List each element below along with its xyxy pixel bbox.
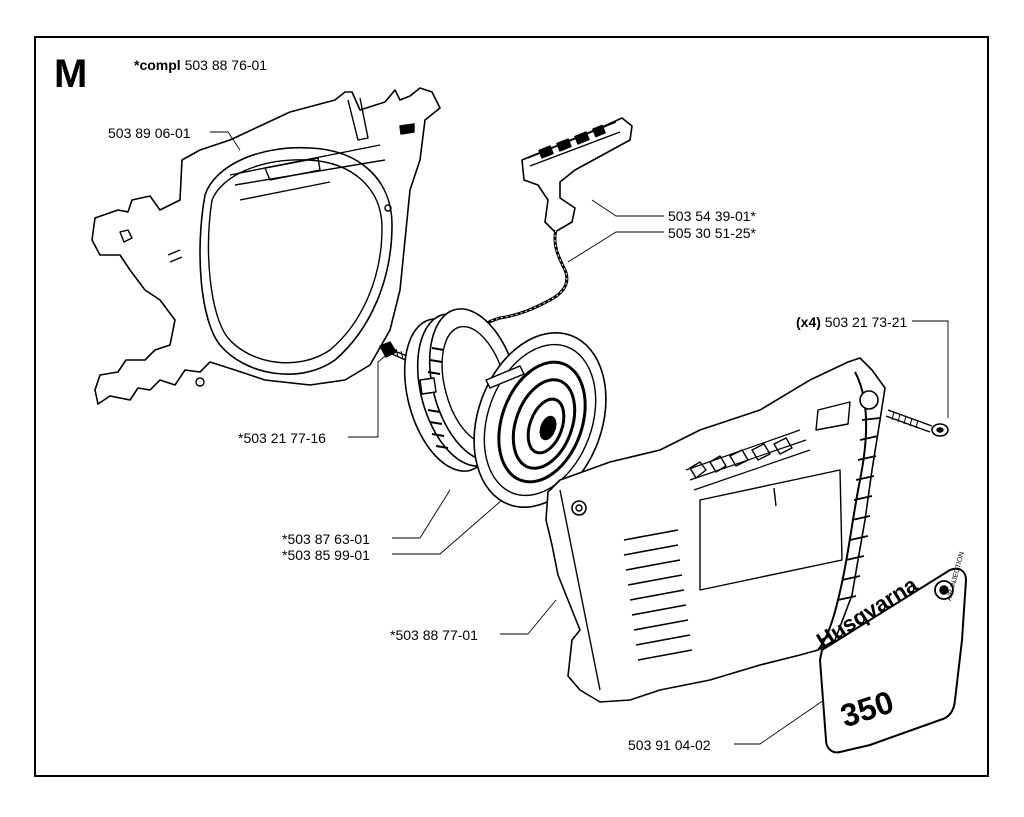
complete-assembly-label: *compl 503 88 76-01 [134, 57, 267, 73]
section-letter: M [54, 52, 88, 96]
recoil-spring-drawing [473, 332, 607, 508]
part-label-pulley-screw: *503 21 77-16 [238, 430, 326, 446]
part-label-rope-pulley: *503 87 63-01 [282, 531, 370, 547]
decal-drawing [819, 567, 967, 754]
pulley-screw-drawing [379, 341, 413, 363]
part-label-starter-cord: 505 30 51-25* [668, 225, 756, 241]
compl-prefix: *compl [134, 57, 181, 73]
cover-screw-number: 503 21 73-21 [824, 314, 908, 330]
diagram-frame [34, 36, 989, 777]
part-label-cover-screw: (x4) 503 21 73-21 [796, 314, 907, 330]
cover-screw-qty: (x4) [796, 314, 821, 330]
cover-screw-drawing [885, 409, 949, 437]
part-label-decal: 503 91 04-02 [628, 737, 711, 753]
starter-handle-drawing [521, 117, 633, 233]
part-label-starter-cover: *503 88 77-01 [390, 627, 478, 643]
leader-lines [210, 131, 949, 745]
part-label-starter-housing-frame: 503 89 06-01 [108, 125, 191, 141]
starter-cover-drawing [545, 357, 886, 703]
starter-housing-frame-drawing [91, 87, 441, 405]
part-label-recoil-spring: *503 85 99-01 [282, 547, 370, 563]
part-label-handle: 503 54 39-01* [668, 208, 756, 224]
compl-part-number: 503 88 76-01 [184, 57, 268, 73]
